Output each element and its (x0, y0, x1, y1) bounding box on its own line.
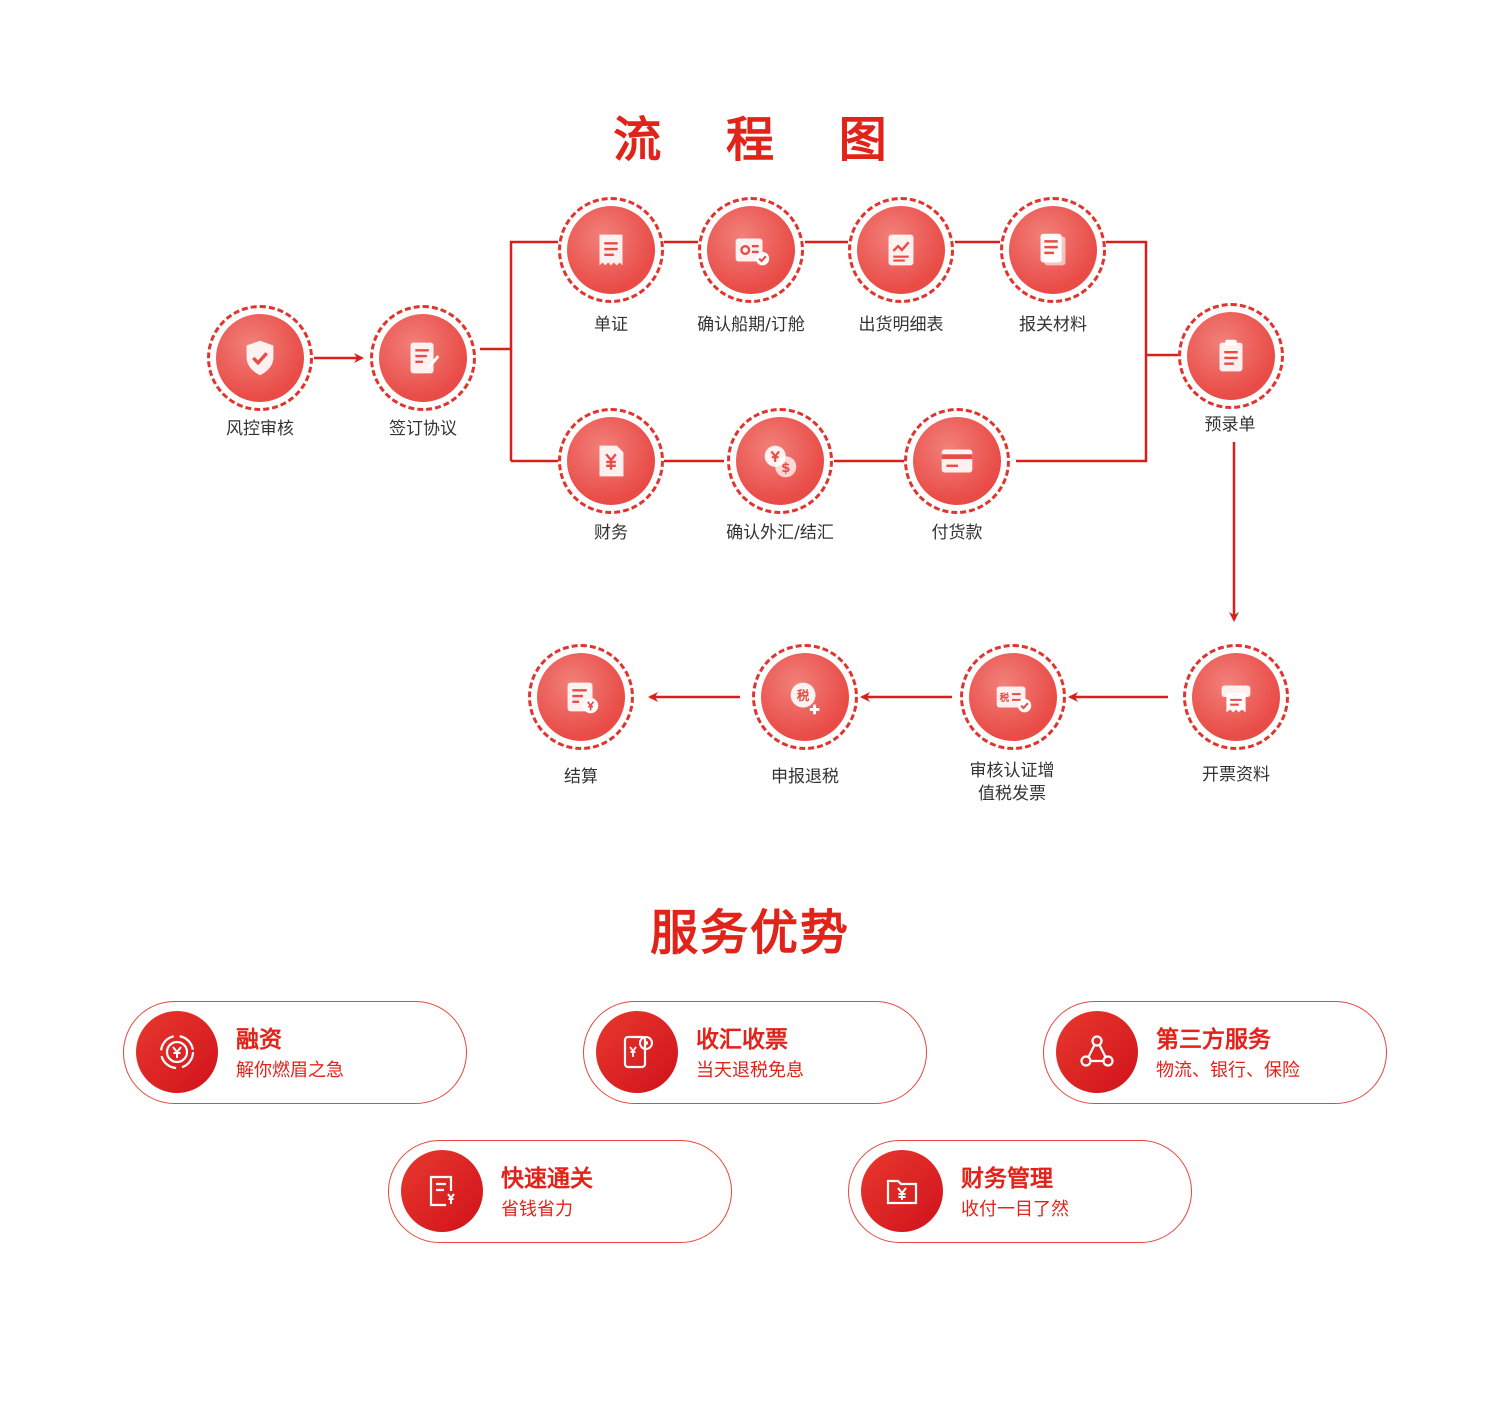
tax-plus-icon: 税 (790, 682, 820, 715)
clipboard-icon (1219, 339, 1243, 372)
label-sign-agreement: 签订协议 (389, 419, 457, 439)
node-invoice-info (1183, 644, 1289, 750)
advantage-title: 第三方服务 (1156, 1027, 1271, 1053)
label-risk-review: 风控审核 (226, 419, 294, 439)
label-finance: 财务 (594, 523, 628, 543)
node-confirm-fx: $ (727, 408, 833, 514)
document-stack-icon (1040, 233, 1066, 266)
booking-check-icon (735, 238, 770, 266)
node-customs-materials (1000, 197, 1106, 303)
flow-title: 流 程 图 (613, 112, 911, 168)
label-customs-materials: 报关材料 (1019, 315, 1087, 335)
node-confirm-booking (698, 197, 804, 303)
card-icon (941, 449, 973, 473)
share-network-icon (1080, 1035, 1114, 1067)
chart-document-icon (888, 234, 914, 266)
advantage-title: 融资 (236, 1027, 282, 1053)
node-shipping-list (848, 197, 954, 303)
connector-customs-preentry (1016, 240, 1148, 463)
svg-text:税: 税 (1000, 692, 1010, 704)
advantage-title: 财务管理 (961, 1166, 1053, 1192)
node-risk-review (207, 305, 313, 411)
advantage-card-collection: 收汇收票 当天退税免息 (583, 1001, 927, 1104)
advantage-subtitle: 当天退税免息 (696, 1060, 804, 1081)
node-sign-agreement (370, 305, 476, 411)
node-finance (558, 408, 664, 514)
label-pay-goods: 付货款 (931, 523, 983, 543)
advantage-title: 收汇收票 (696, 1027, 788, 1053)
advantage-subtitle: 省钱省力 (501, 1199, 573, 1220)
advantage-card-financing: 融资 解你燃眉之急 (123, 1001, 467, 1104)
label-shipping-list: 出货明细表 (858, 315, 944, 335)
folder-yuan-icon (886, 1179, 918, 1205)
tax-card-icon: 税 (996, 686, 1032, 713)
advantage-subtitle: 解你燃眉之急 (236, 1060, 344, 1081)
connector-sign-branch (480, 240, 558, 351)
node-pre-entry (1178, 303, 1284, 409)
node-pay-goods (904, 408, 1010, 514)
phone-yuan-icon (623, 1035, 653, 1069)
node-tax-refund: 税 (752, 644, 858, 750)
advantage-subtitle: 物流、银行、保险 (1156, 1060, 1300, 1081)
label-confirm-fx: 确认外汇/结汇 (726, 523, 834, 543)
advantage-card-customs: 快速通关 省钱省力 (388, 1140, 732, 1243)
label-tax-refund: 申报退税 (771, 767, 839, 787)
label-documents: 单证 (594, 315, 628, 335)
advantage-subtitle: 收付一目了然 (961, 1199, 1069, 1220)
printer-invoice-icon (1221, 685, 1251, 713)
advantage-card-finance-mgmt: 财务管理 收付一目了然 (848, 1140, 1192, 1243)
svg-text:税: 税 (797, 688, 810, 703)
node-settlement (528, 644, 634, 750)
document-yuan-icon (429, 1175, 455, 1207)
node-verify-vat: 税 (960, 644, 1066, 750)
label-pre-entry: 预录单 (1204, 415, 1256, 435)
flow-connectors (314, 240, 1239, 702)
advantage-title: 快速通关 (501, 1166, 593, 1192)
label-confirm-booking: 确认船期/订舱 (697, 315, 805, 335)
currency-exchange-icon: $ (764, 445, 797, 478)
contract-sign-icon (410, 342, 440, 374)
advantage-card-third-party: 第三方服务 物流、银行、保险 (1043, 1001, 1387, 1104)
label-verify-vat: 审核认证增值税发票 (969, 761, 1055, 804)
advantages-title: 服务优势 (650, 905, 850, 961)
yuan-bill-icon (567, 682, 599, 714)
yuan-coin-icon (159, 1034, 195, 1070)
label-invoice-info: 开票资料 (1202, 765, 1270, 785)
shield-check-icon (246, 340, 274, 376)
node-documents (558, 197, 664, 303)
label-settlement: 结算 (564, 767, 598, 787)
svg-text:$: $ (781, 461, 790, 476)
yuan-document-icon (599, 445, 624, 477)
receipt-icon (599, 234, 623, 266)
